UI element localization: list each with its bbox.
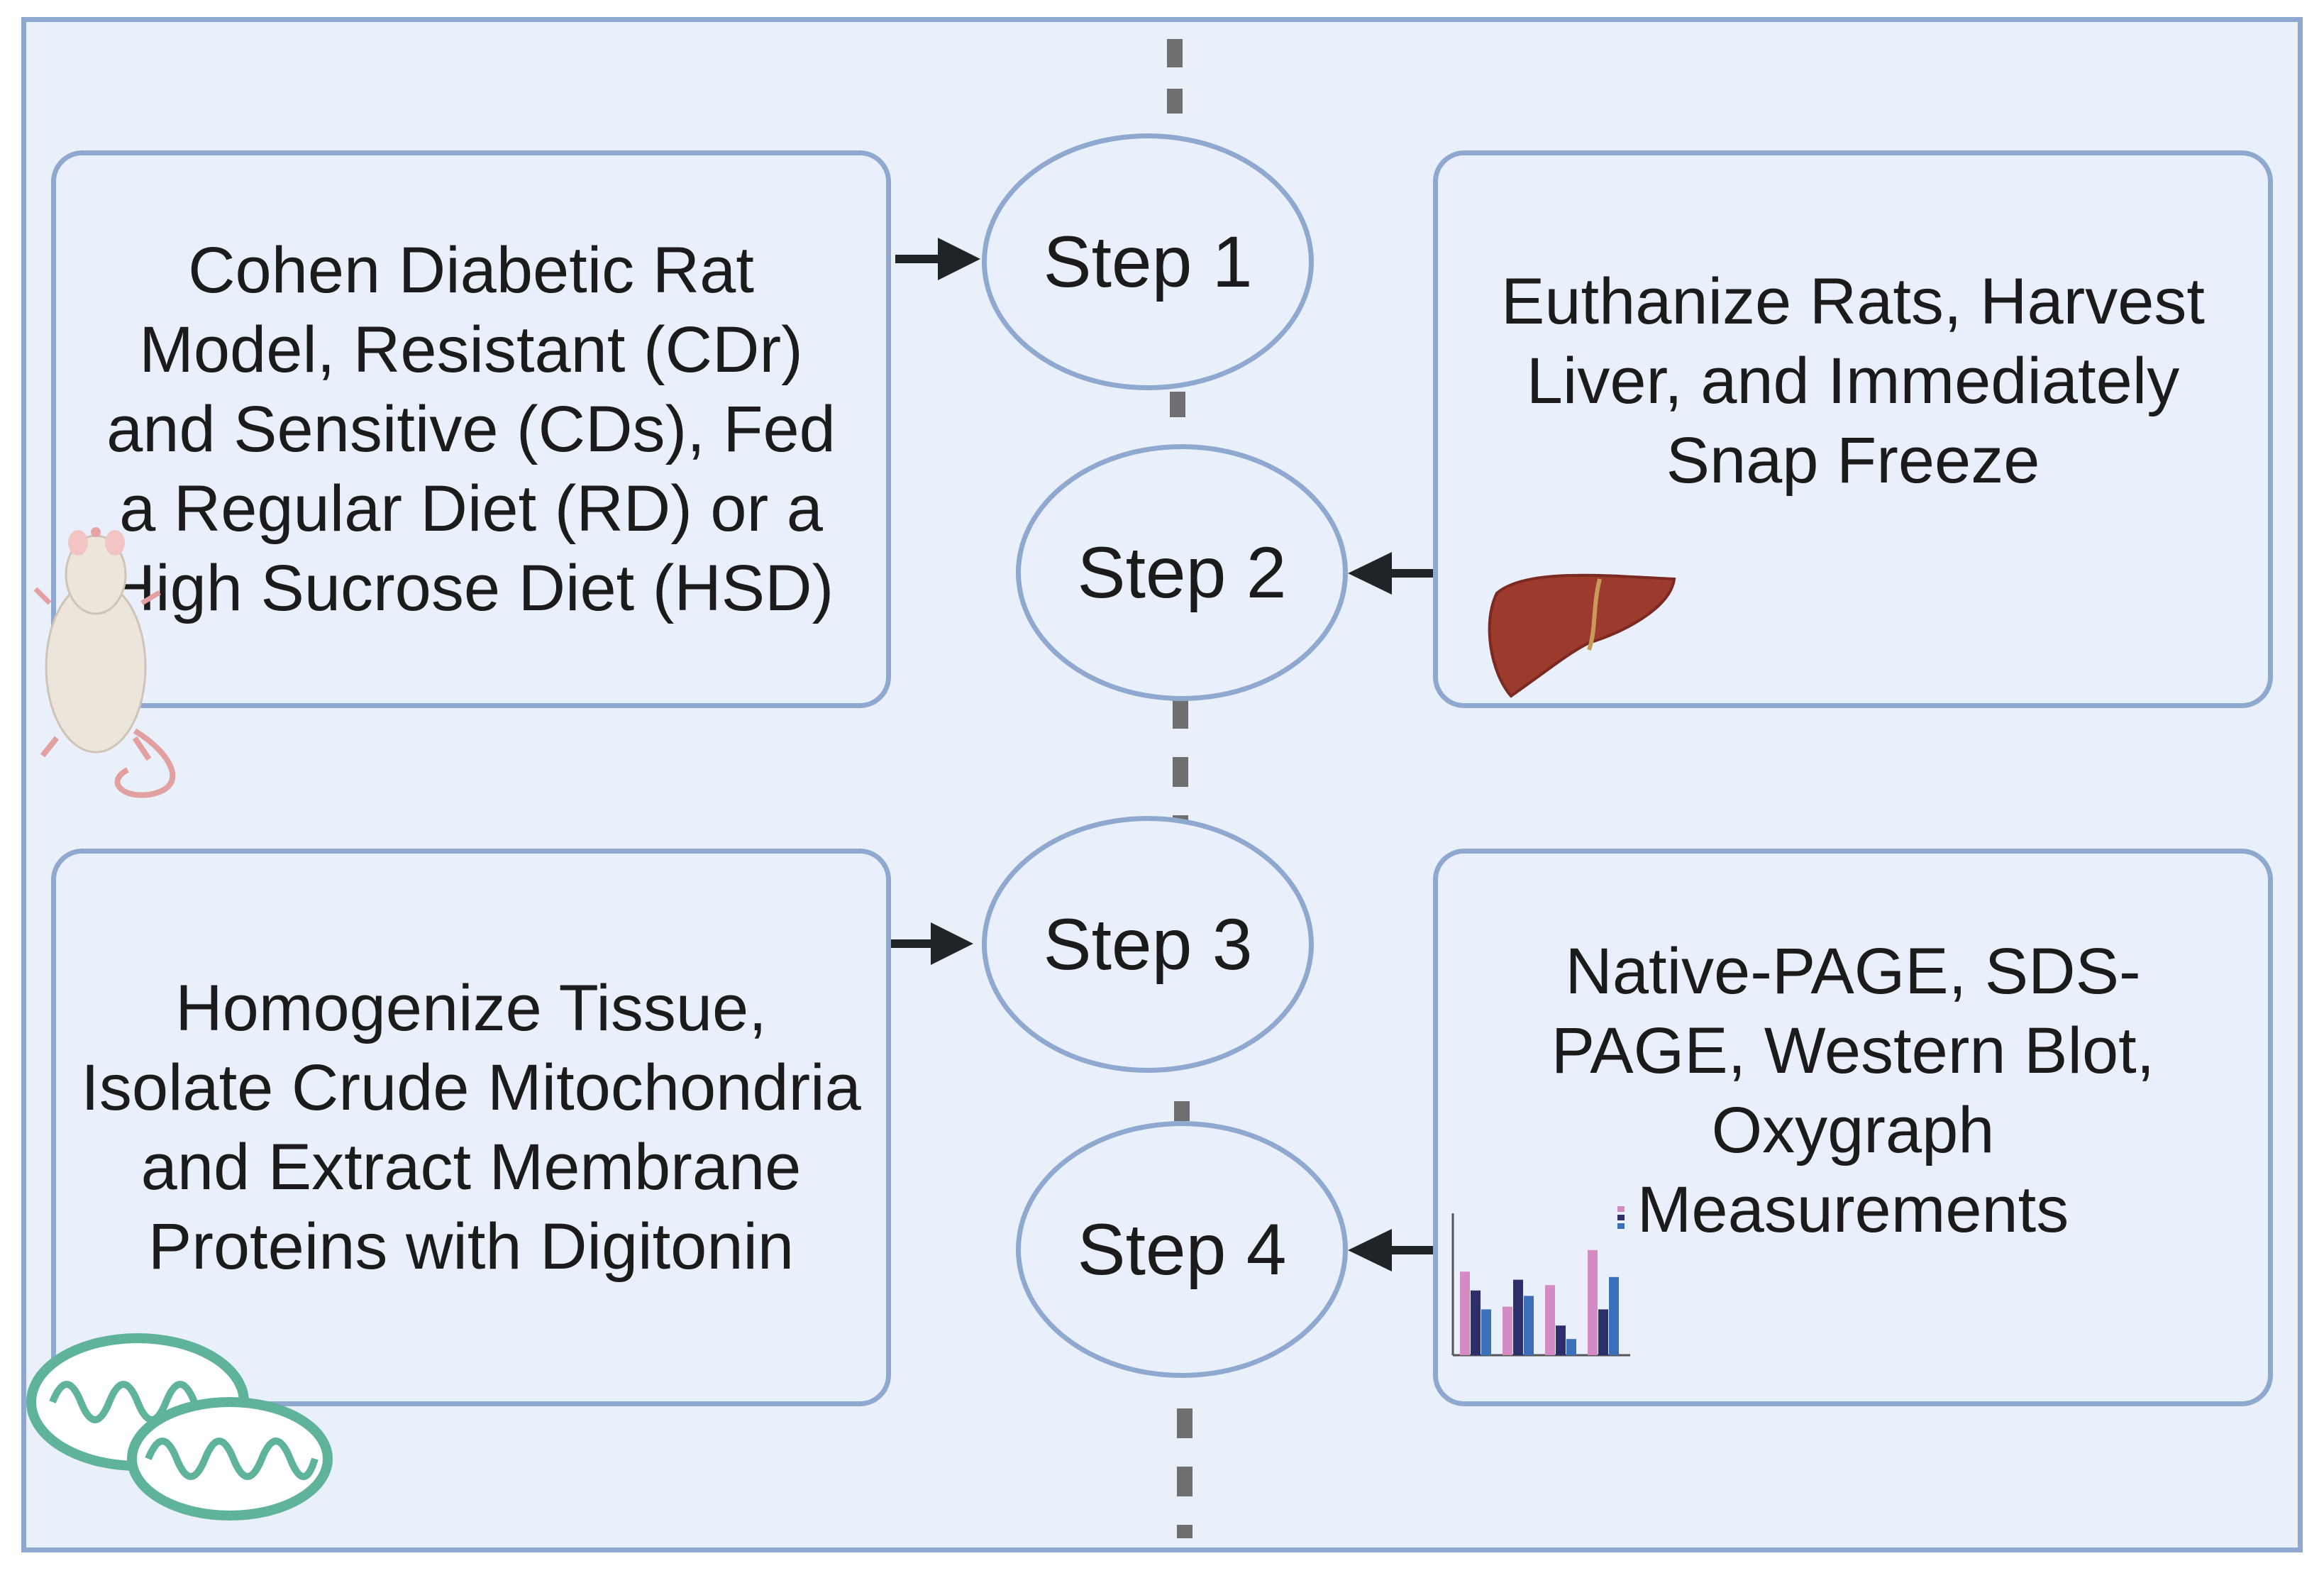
step-2-label: Step 2 bbox=[1077, 531, 1287, 613]
step-3-label: Step 3 bbox=[1043, 903, 1253, 985]
mini-bar bbox=[1588, 1249, 1598, 1355]
mini-bar bbox=[1460, 1271, 1470, 1355]
bar-chart-icon bbox=[1451, 1206, 1630, 1357]
mini-bar bbox=[1545, 1285, 1555, 1355]
mini-bar bbox=[1566, 1339, 1576, 1355]
mini-bar bbox=[1503, 1306, 1512, 1355]
mini-bar bbox=[1481, 1309, 1491, 1355]
mini-bar bbox=[1556, 1325, 1566, 1355]
box-rat-model: Cohen Diabetic Rat Model, Resistant (CDr… bbox=[51, 150, 891, 708]
step-1-ellipse: Step 1 bbox=[982, 133, 1314, 390]
step-3-ellipse: Step 3 bbox=[982, 816, 1314, 1073]
step-4-ellipse: Step 4 bbox=[1016, 1121, 1348, 1378]
mini-bar bbox=[1513, 1279, 1523, 1355]
step-2-ellipse: Step 2 bbox=[1016, 444, 1348, 701]
box-measurements: Native-PAGE, SDS-PAGE, Western Blot, Oxy… bbox=[1433, 849, 2273, 1406]
step-1-label: Step 1 bbox=[1043, 221, 1253, 302]
liver-icon bbox=[1488, 573, 1676, 698]
box-euthanize-text: Euthanize Rats, Harvest Liver, and Immed… bbox=[1500, 265, 2205, 497]
rat-icon bbox=[33, 527, 176, 798]
mini-bar bbox=[1524, 1296, 1534, 1355]
box-homogenize: Homogenize Tissue, Isolate Crude Mitocho… bbox=[51, 849, 891, 1406]
box-homogenize-text: Homogenize Tissue, Isolate Crude Mitocho… bbox=[81, 972, 861, 1283]
mitochondria-icon bbox=[26, 1333, 333, 1521]
box-rat-model-text: Cohen Diabetic Rat Model, Resistant (CDr… bbox=[106, 234, 836, 624]
mini-bars bbox=[1460, 1249, 1619, 1355]
mini-bar bbox=[1598, 1309, 1608, 1355]
step-4-label: Step 4 bbox=[1077, 1208, 1287, 1290]
mini-bar bbox=[1471, 1290, 1481, 1355]
mini-bar bbox=[1609, 1276, 1619, 1355]
box-measurements-text: Native-PAGE, SDS-PAGE, Western Blot, Oxy… bbox=[1551, 935, 2155, 1246]
